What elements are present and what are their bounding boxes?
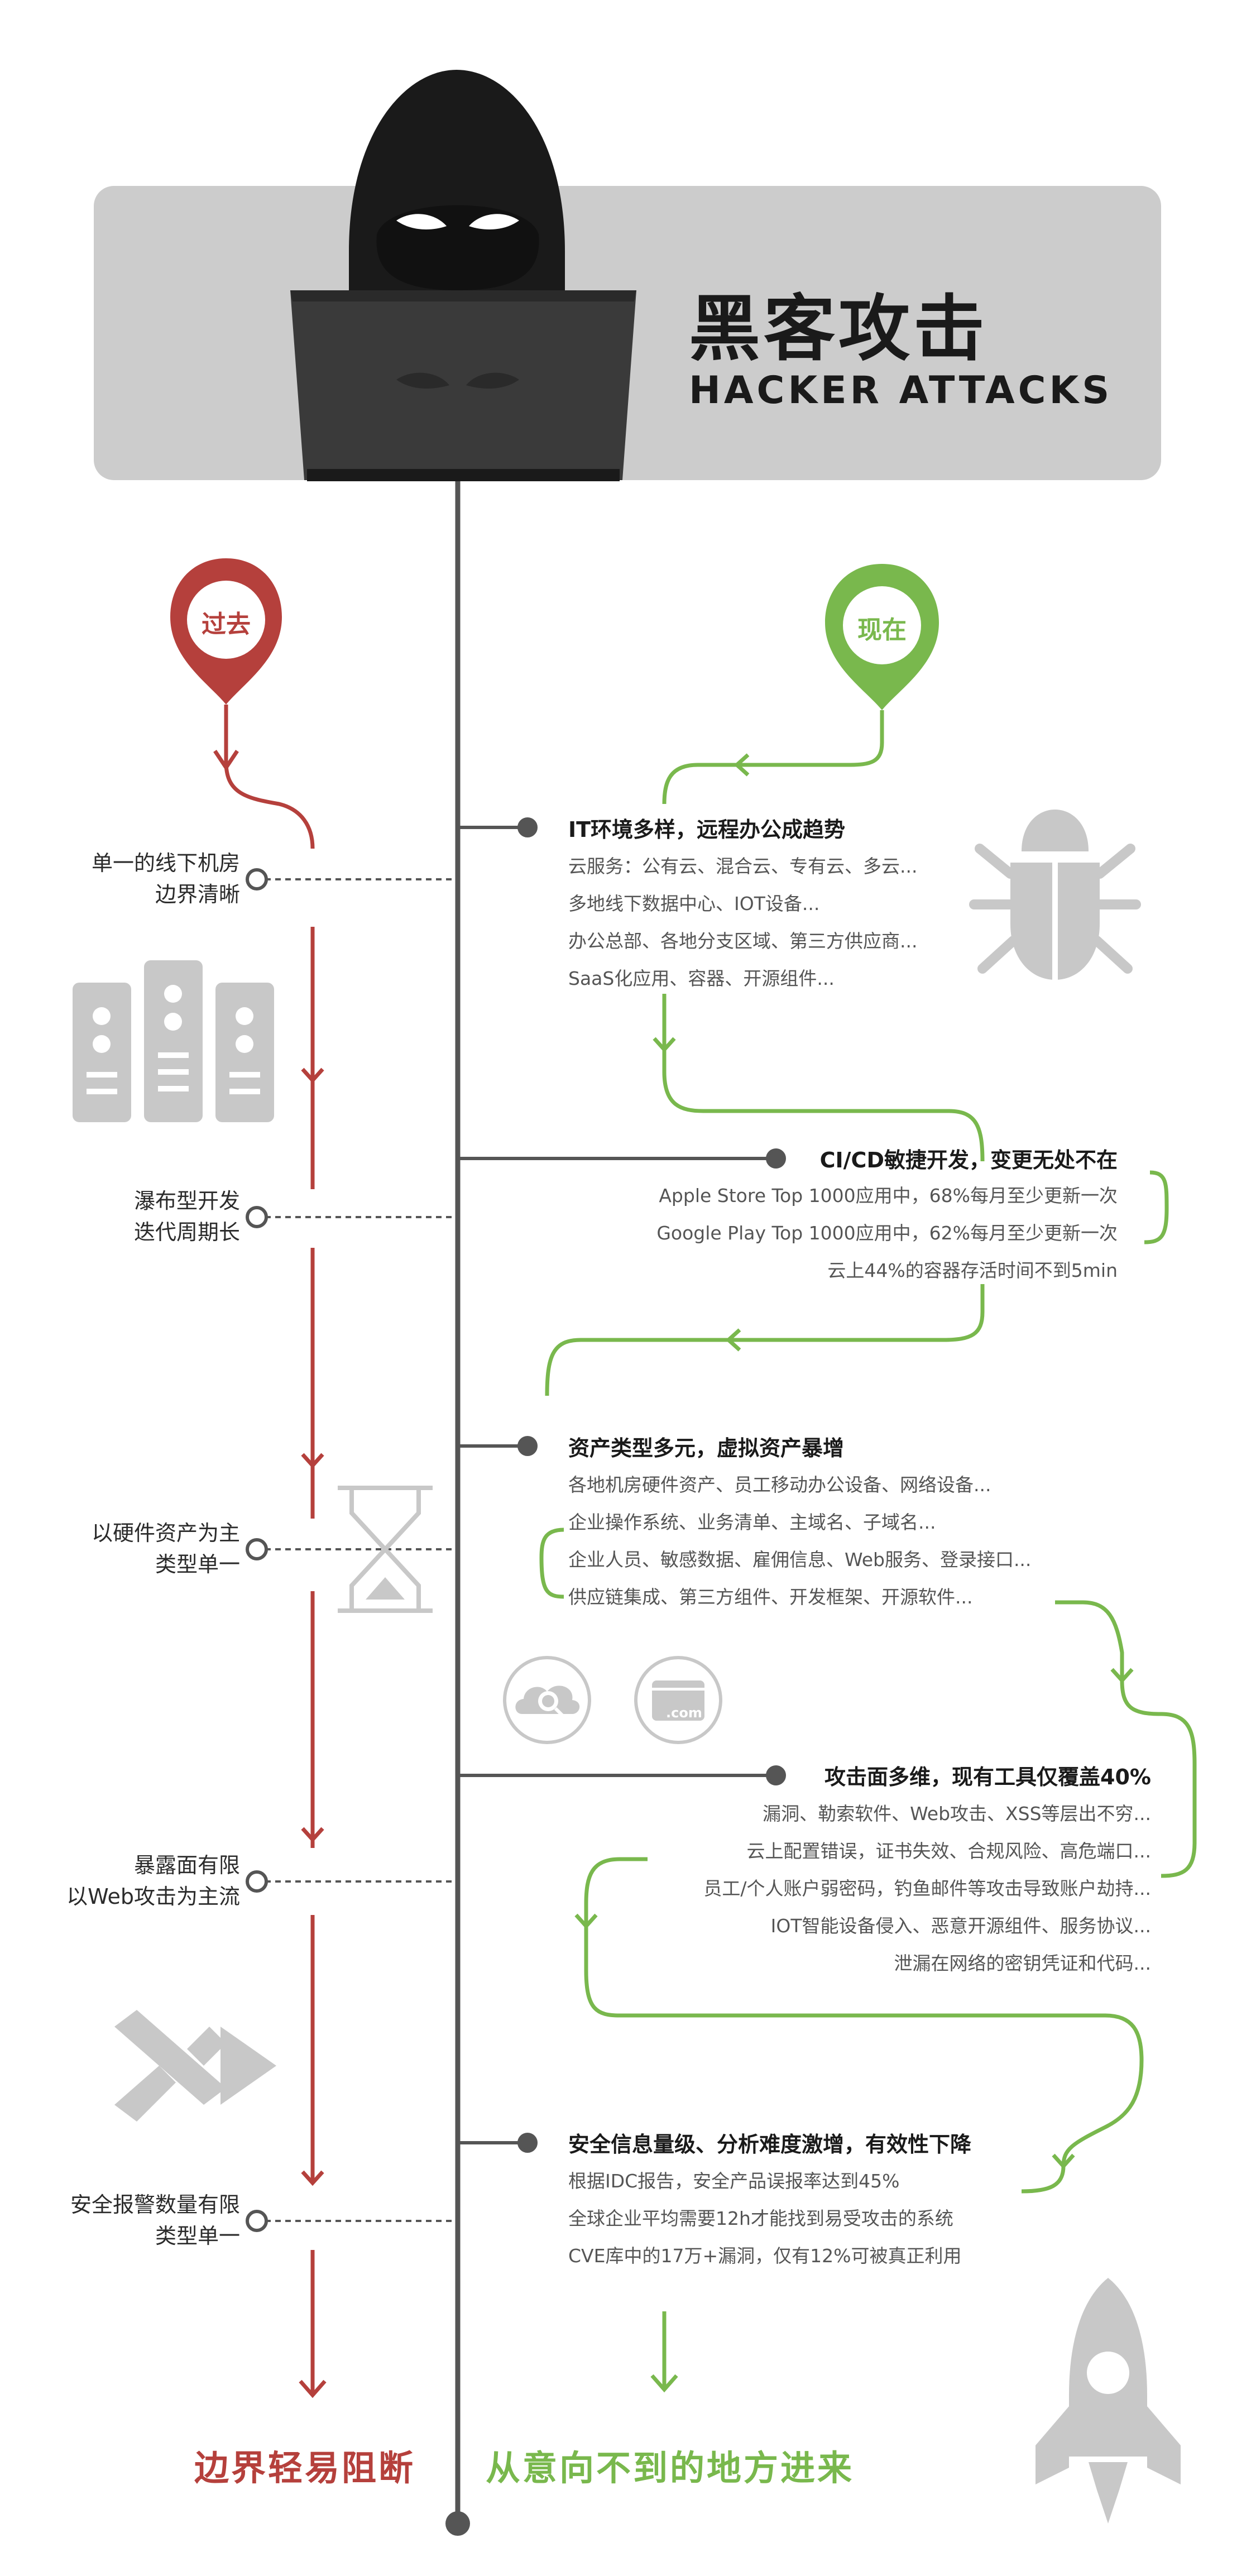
past-conclusion: 边界轻易阻断 <box>194 2448 416 2488</box>
past-track <box>170 558 455 2398</box>
past-item-5: 安全报警数量有限类型单一 <box>70 2192 240 2248</box>
section-3-line: 企业操作系统、业务清单、主域名、子域名... <box>568 1511 936 1533</box>
section-3-line: 各地机房硬件资产、员工移动办公设备、网络设备... <box>568 1474 991 1496</box>
past-pin-label: 过去 <box>202 610 251 639</box>
section-1-title: IT环境多样，远程办公成趋势 <box>568 817 846 842</box>
past-item-2: 瀑布型开发迭代周期长 <box>133 1189 240 1244</box>
section-1-line: SaaS化应用、容器、开源组件... <box>568 968 835 989</box>
section-5-line: 全球企业平均需要12h才能找到易受攻击的系统 <box>568 2208 953 2229</box>
section-1-line: 云服务：公有云、混合云、专有云、多云... <box>568 855 918 877</box>
section-4-line: 泄漏在网络的密钥凭证和代码... <box>894 1952 1151 1974</box>
axis-end-dot <box>445 2511 470 2536</box>
section-3-line: 企业人员、敏感数据、雇佣信息、Web服务、登录接口... <box>568 1549 1032 1571</box>
section-1-line: 多地线下数据中心、IOT设备... <box>568 893 820 914</box>
past-item-3: 以硬件资产为主类型单一 <box>91 1521 240 1577</box>
section-4-title: 攻击面多维，现有工具仅覆盖40% <box>824 1765 1151 1789</box>
hacker-icon <box>290 70 636 481</box>
badges <box>503 1656 722 1744</box>
section-4-line: 员工/个人账户弱密码，钓鱼邮件等攻击导致账户劫持... <box>703 1878 1151 1899</box>
section-2-line: 云上44%的容器存活时间不到5min <box>827 1260 1118 1281</box>
section-5-title: 安全信息量级、分析难度激增，有效性下降 <box>568 2132 972 2157</box>
section-5-line: CVE库中的17万+漏洞，仅有12%可被真正利用 <box>568 2245 962 2267</box>
section-2-title: CI/CD敏捷开发，变更无处不在 <box>819 1148 1118 1172</box>
server-icon <box>73 960 274 1122</box>
section-3-title: 资产类型多元，虚拟资产暴增 <box>568 1436 845 1461</box>
section-3-line: 供应链集成、第三方组件、开发框架、开源软件... <box>568 1586 973 1608</box>
shuffle-icon <box>114 2010 276 2122</box>
past-item-4: 暴露面有限以Web攻击为主流 <box>66 1853 240 1909</box>
page-subtitle: HACKER ATTACKS <box>689 368 1113 413</box>
present-path <box>539 710 1197 2393</box>
page-title: 黑客攻击 <box>689 288 989 371</box>
section-1-line: 办公总部、各地分支区域、第三方供应商... <box>568 930 918 952</box>
section-4-line: 漏洞、勒索软件、Web攻击、XSS等层出不穷... <box>763 1803 1151 1825</box>
section-2-line: Apple Store Top 1000应用中，68%每月至少更新一次 <box>659 1185 1118 1206</box>
present-conclusion: 从意向不到的地方进来 <box>486 2448 855 2488</box>
rocket-icon <box>1036 2278 1181 2524</box>
section-5-line: 根据IDC报告，安全产品误报率达到45% <box>568 2170 900 2192</box>
hourglass-icon <box>338 1486 433 1613</box>
past-item-1: 单一的线下机房边界清晰 <box>91 851 240 907</box>
domain-badge-text: .com <box>666 1705 702 1721</box>
present-pin-label: 现在 <box>857 616 907 644</box>
section-4-line: IOT智能设备侵入、恶意开源组件、服务协议... <box>770 1915 1151 1937</box>
section-2-line: Google Play Top 1000应用中，62%每月至少更新一次 <box>656 1222 1118 1244</box>
bug-icon <box>969 810 1141 980</box>
section-4-line: 云上配置错误，证书失效、合规风险、高危端口... <box>746 1840 1151 1862</box>
